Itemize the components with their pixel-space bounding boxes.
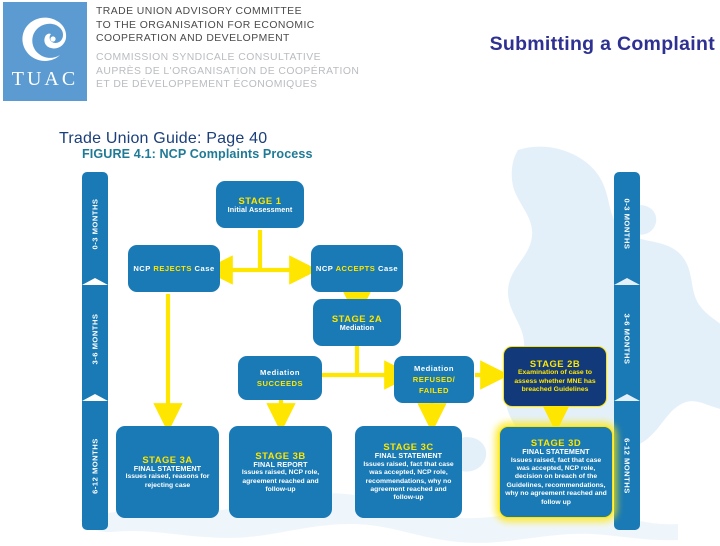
timeline-left-label-0: 0-3 MONTHS xyxy=(90,198,100,250)
node-ncp-rejects[interactable]: NCP REJECTS Case xyxy=(128,245,220,292)
node-ncp-accepts-highlight: ACCEPTS xyxy=(335,264,376,273)
node-stage-2b-title: STAGE 2B xyxy=(529,358,581,370)
timeline-right-segment-2: 6-12 MONTHS xyxy=(614,401,640,530)
org-fr-line-2: AUPRÈS DE L'ORGANISATION DE COOPÉRATION xyxy=(96,65,360,77)
node-ncp-accepts-label: NCP ACCEPTS Case xyxy=(316,263,398,274)
node-stage-1[interactable]: STAGE 1 Initial Assessment xyxy=(216,181,304,228)
tuac-wordmark: TUAC xyxy=(11,68,79,90)
timeline-left-label-1: 3-6 MONTHS xyxy=(90,313,100,364)
node-stage-3d-body: Issues raised, fact that case was accept… xyxy=(505,456,607,506)
node-stage-2a-subtitle: Mediation xyxy=(339,322,375,332)
timeline-left: 0-3 MONTHS 3-6 MONTHS 6-12 MONTHS xyxy=(82,172,108,530)
org-fr-line-3: ET DE DÉVELOPPEMENT ÉCONOMIQUES xyxy=(96,79,318,91)
tuac-logo: TUAC xyxy=(3,2,87,101)
timeline-right: 0-3 MONTHS 3-6 MONTHS 6-12 MONTHS xyxy=(614,172,640,530)
node-ncp-rejects-suffix: Case xyxy=(194,264,215,273)
node-ncp-rejects-highlight: REJECTS xyxy=(153,264,192,273)
node-stage-2b[interactable]: STAGE 2B Examination of case to assess w… xyxy=(503,346,607,407)
node-stage-3d-title: STAGE 3D xyxy=(530,436,582,448)
node-mediation-refused-prefix: Mediation xyxy=(414,364,454,373)
timeline-left-notch-1 xyxy=(82,392,108,401)
node-ncp-accepts[interactable]: NCP ACCEPTS Case xyxy=(311,245,403,292)
node-stage-2a[interactable]: STAGE 2A Mediation xyxy=(313,299,401,346)
timeline-left-segment-2: 6-12 MONTHS xyxy=(82,401,108,530)
timeline-left-segment-0: 0-3 MONTHS xyxy=(82,172,108,276)
org-fr-line-1: COMMISSION SYNDICALE CONSULTATIVE xyxy=(96,52,321,63)
node-stage-3b-title: STAGE 3B xyxy=(255,449,306,461)
timeline-left-notch-0 xyxy=(82,276,108,285)
node-stage-3b[interactable]: STAGE 3B FINAL REPORT Issues raised, NCP… xyxy=(229,426,332,518)
ncp-complaints-flowchart: 0-3 MONTHS 3-6 MONTHS 6-12 MONTHS 0-3 MO… xyxy=(0,160,720,540)
timeline-right-segment-1: 3-6 MONTHS xyxy=(614,285,640,392)
node-stage-3c[interactable]: STAGE 3C FINAL STATEMENT Issues raised, … xyxy=(355,426,462,518)
node-stage-3c-body: Issues raised, fact that case was accept… xyxy=(363,460,454,502)
timeline-left-segment-1: 3-6 MONTHS xyxy=(82,285,108,392)
org-en-line-3: COOPERATION AND DEVELOPMENT xyxy=(96,33,290,45)
timeline-right-segment-0: 0-3 MONTHS xyxy=(614,172,640,276)
node-stage-2a-title: STAGE 2A xyxy=(331,312,383,324)
org-en-line-2: TO THE ORGANISATION FOR ECONOMIC xyxy=(96,19,315,31)
node-stage-1-title: STAGE 1 xyxy=(238,194,282,206)
node-mediation-refused-failed[interactable]: Mediation REFUSED/ FAILED xyxy=(394,356,474,403)
node-stage-3b-body: Issues raised, NCP role, agreement reach… xyxy=(241,469,320,493)
node-stage-3b-subtitle: FINAL REPORT xyxy=(253,459,308,469)
guide-reference: Trade Union Guide: Page 40 xyxy=(59,130,268,147)
node-ncp-rejects-label: NCP REJECTS Case xyxy=(133,263,214,274)
org-name-english: TRADE UNION ADVISORY COMMITTEE TO THE OR… xyxy=(96,5,366,46)
figure-caption: FIGURE 4.1: NCP Complaints Process xyxy=(82,147,313,161)
timeline-right-notch-0 xyxy=(614,276,640,285)
node-stage-3d-subtitle: FINAL STATEMENT xyxy=(522,446,590,456)
timeline-right-notch-1 xyxy=(614,392,640,401)
timeline-right-label-2: 6-12 MONTHS xyxy=(622,437,632,494)
node-stage-3d[interactable]: STAGE 3D FINAL STATEMENT Issues raised, … xyxy=(499,426,613,518)
slide-header: TUAC TRADE UNION ADVISORY COMMITTEE TO T… xyxy=(0,0,720,104)
node-stage-3c-subtitle: FINAL STATEMENT xyxy=(374,451,443,461)
node-stage-3a-body: Issues raised, reasons for rejecting cas… xyxy=(125,473,210,489)
page-title: Submitting a Complaint xyxy=(489,33,715,55)
node-stage-3a[interactable]: STAGE 3A FINAL STATEMENT Issues raised, … xyxy=(116,426,219,518)
node-stage-1-subtitle: Initial Assessment xyxy=(227,204,293,214)
node-mediation-succeeds[interactable]: Mediation SUCCEEDS xyxy=(238,356,322,400)
node-ncp-accepts-prefix: NCP xyxy=(315,264,334,273)
node-ncp-rejects-prefix: NCP xyxy=(133,264,151,273)
timeline-right-label-1: 3-6 MONTHS xyxy=(622,313,632,364)
node-stage-3a-title: STAGE 3A xyxy=(142,453,193,465)
node-stage-3a-subtitle: FINAL STATEMENT xyxy=(133,463,202,473)
node-stage-2b-body: Examination of case to assess whether MN… xyxy=(514,369,596,394)
node-mediation-succeeds-prefix: Mediation xyxy=(260,368,300,377)
node-stage-3c-title: STAGE 3C xyxy=(383,441,434,453)
org-name-french: COMMISSION SYNDICALE CONSULTATIVE AUPRÈS… xyxy=(96,51,371,92)
timeline-left-label-2: 6-12 MONTHS xyxy=(90,437,100,494)
node-mediation-succeeds-highlight: SUCCEEDS xyxy=(256,379,304,388)
org-en-line-1: TRADE UNION ADVISORY COMMITTEE xyxy=(96,6,302,17)
timeline-right-label-0: 0-3 MONTHS xyxy=(622,198,632,250)
tuac-spiral-icon xyxy=(22,17,67,61)
node-mediation-refused-highlight: REFUSED/ FAILED xyxy=(412,375,456,395)
node-ncp-accepts-suffix: Case xyxy=(378,264,399,273)
